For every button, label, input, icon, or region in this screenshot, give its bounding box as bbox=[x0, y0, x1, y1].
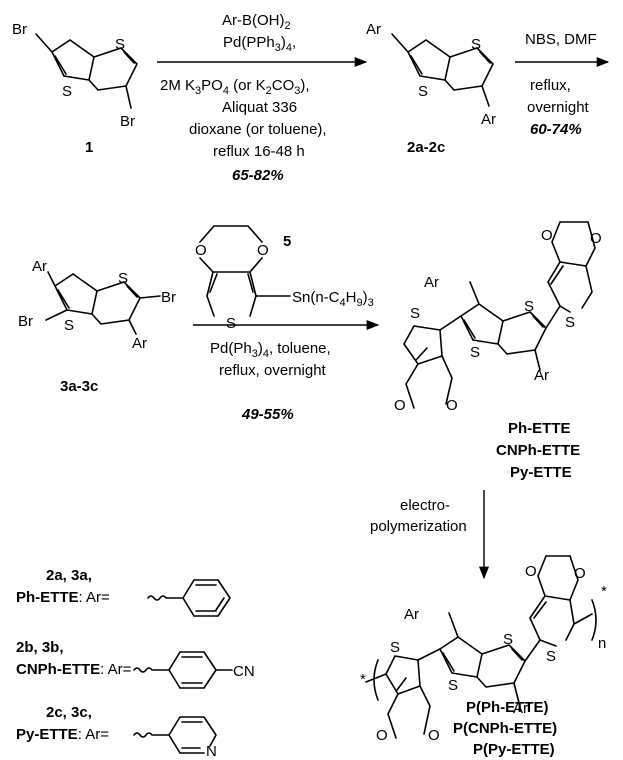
svg-text:Ar-B(OH)2: Ar-B(OH)2 bbox=[222, 12, 291, 32]
step1-conditions: Ar-B(OH)2 Pd(PPh3)4, 2M K3PO4 (or K2CO3)… bbox=[160, 12, 327, 184]
atom-ar: Ar bbox=[513, 700, 528, 717]
step3-conditions: Pd(Ph3)4, toluene, reflux, overnight 49-… bbox=[210, 340, 331, 423]
atom-br: Br bbox=[12, 21, 27, 38]
atom-s: S bbox=[118, 270, 128, 287]
atom-s: S bbox=[470, 344, 480, 361]
atom-o: O bbox=[195, 242, 207, 259]
atom-s: S bbox=[115, 36, 125, 53]
repeat-n: n bbox=[598, 635, 606, 652]
svg-text:Pd(Ph3)4, toluene,: Pd(Ph3)4, toluene, bbox=[210, 340, 331, 360]
compound-label-2: 2a-2c bbox=[407, 139, 445, 156]
svg-text:Sn(n-C4H9)3: Sn(n-C4H9)3 bbox=[292, 289, 374, 309]
reagent-5-structure: O O S Sn(n-C4H9)3 5 bbox=[195, 225, 374, 332]
atom-s: S bbox=[546, 648, 556, 665]
atom-s: S bbox=[390, 639, 400, 656]
svg-text:2a, 3a,: 2a, 3a, bbox=[46, 567, 92, 584]
atom-o: O bbox=[376, 727, 388, 744]
atom-s: S bbox=[226, 315, 236, 332]
atom-ar: Ar bbox=[32, 258, 47, 275]
atom-s: S bbox=[410, 305, 420, 322]
atom-o: O bbox=[590, 230, 602, 247]
atom-o: O bbox=[428, 727, 440, 744]
atom-br: Br bbox=[161, 289, 176, 306]
svg-text:NBS, DMF: NBS, DMF bbox=[525, 31, 597, 48]
atom-s: S bbox=[62, 83, 72, 100]
ar-legend: 2a, 3a, Ph-ETTE: Ar= 2b, 3b, CNPh-ETTE: … bbox=[16, 567, 255, 760]
atom-ar: Ar bbox=[366, 21, 381, 38]
atom-o: O bbox=[446, 397, 458, 414]
atom-n: N bbox=[206, 743, 217, 760]
svg-text:reflux,: reflux, bbox=[530, 77, 571, 94]
polymer-label-2: P(CNPh-ETTE) bbox=[453, 720, 557, 737]
compound-label-3: 3a-3c bbox=[60, 378, 98, 395]
svg-text:2M K3PO4 (or K2CO3),: 2M K3PO4 (or K2CO3), bbox=[160, 77, 310, 97]
monomer-labels: Ph-ETTE CNPh-ETTE Py-ETTE bbox=[496, 420, 580, 481]
atom-s: S bbox=[471, 36, 481, 53]
monomer-label-3: Py-ETTE bbox=[510, 464, 572, 481]
svg-text:Aliquat 336: Aliquat 336 bbox=[222, 99, 297, 116]
atom-o: O bbox=[574, 565, 586, 582]
compound-3-structure: Ar S Br Br S Ar bbox=[18, 258, 176, 352]
compound-1-structure: Br S S Br bbox=[12, 21, 138, 130]
svg-text:electro-: electro- bbox=[400, 497, 450, 514]
svg-text:polymerization: polymerization bbox=[370, 518, 467, 535]
atom-o: O bbox=[541, 227, 553, 244]
atom-ar: Ar bbox=[132, 335, 147, 352]
polymer-structure: Ar S S Ar S O O S O O * * n bbox=[360, 555, 607, 744]
atom-ar: Ar bbox=[424, 274, 439, 291]
compound-label-1: 1 bbox=[85, 139, 93, 156]
svg-text:dioxane (or toluene),: dioxane (or toluene), bbox=[189, 121, 327, 138]
atom-o: O bbox=[394, 397, 406, 414]
end-star: * bbox=[360, 671, 366, 688]
svg-text:49-55%: 49-55% bbox=[241, 406, 294, 423]
svg-text:overnight: overnight bbox=[527, 99, 590, 116]
svg-text:reflux, overnight: reflux, overnight bbox=[219, 362, 327, 379]
atom-ar: Ar bbox=[404, 606, 419, 623]
end-star: * bbox=[601, 583, 607, 600]
svg-text:reflux 16-48 h: reflux 16-48 h bbox=[213, 143, 305, 160]
atom-o: O bbox=[525, 563, 537, 580]
step2-conditions: NBS, DMF reflux, overnight 60-74% bbox=[525, 31, 597, 138]
svg-text:65-82%: 65-82% bbox=[232, 167, 284, 184]
atom-s: S bbox=[64, 317, 74, 334]
atom-s: S bbox=[524, 298, 534, 315]
polymer-labels: P(Ph-ETTE) P(CNPh-ETTE) P(Py-ETTE) bbox=[453, 699, 557, 758]
atom-o: O bbox=[257, 242, 269, 259]
svg-text:2b, 3b,: 2b, 3b, bbox=[16, 639, 64, 656]
atom-ar: Ar bbox=[534, 367, 549, 384]
atom-br: Br bbox=[120, 113, 135, 130]
svg-text:CNPh-ETTE: Ar=: CNPh-ETTE: Ar= bbox=[16, 661, 132, 678]
monomer-label-2: CNPh-ETTE bbox=[496, 442, 580, 459]
compound-2-structure: Ar S S Ar bbox=[366, 21, 496, 128]
svg-text:Ph-ETTE: Ar=: Ph-ETTE: Ar= bbox=[16, 589, 110, 606]
polymer-label-3: P(Py-ETTE) bbox=[473, 741, 555, 758]
step4-conditions: electro- polymerization bbox=[370, 497, 467, 535]
monomer-label-1: Ph-ETTE bbox=[508, 420, 571, 437]
atom-s: S bbox=[448, 677, 458, 694]
atom-s: S bbox=[503, 631, 513, 648]
atom-cn: CN bbox=[233, 663, 255, 680]
svg-text:Pd(PPh3)4,: Pd(PPh3)4, bbox=[223, 34, 296, 54]
reagent-label-5: 5 bbox=[283, 233, 291, 250]
polymer-label-1: P(Ph-ETTE) bbox=[466, 699, 549, 716]
atom-ar: Ar bbox=[481, 111, 496, 128]
monomer-ette-structure: Ar S S Ar S O O S O O bbox=[394, 221, 602, 414]
svg-text:Py-ETTE: Ar=: Py-ETTE: Ar= bbox=[16, 726, 109, 743]
svg-text:2c, 3c,: 2c, 3c, bbox=[46, 704, 92, 721]
atom-s: S bbox=[418, 83, 428, 100]
atom-s: S bbox=[565, 314, 575, 331]
svg-text:60-74%: 60-74% bbox=[530, 121, 582, 138]
atom-br: Br bbox=[18, 313, 33, 330]
